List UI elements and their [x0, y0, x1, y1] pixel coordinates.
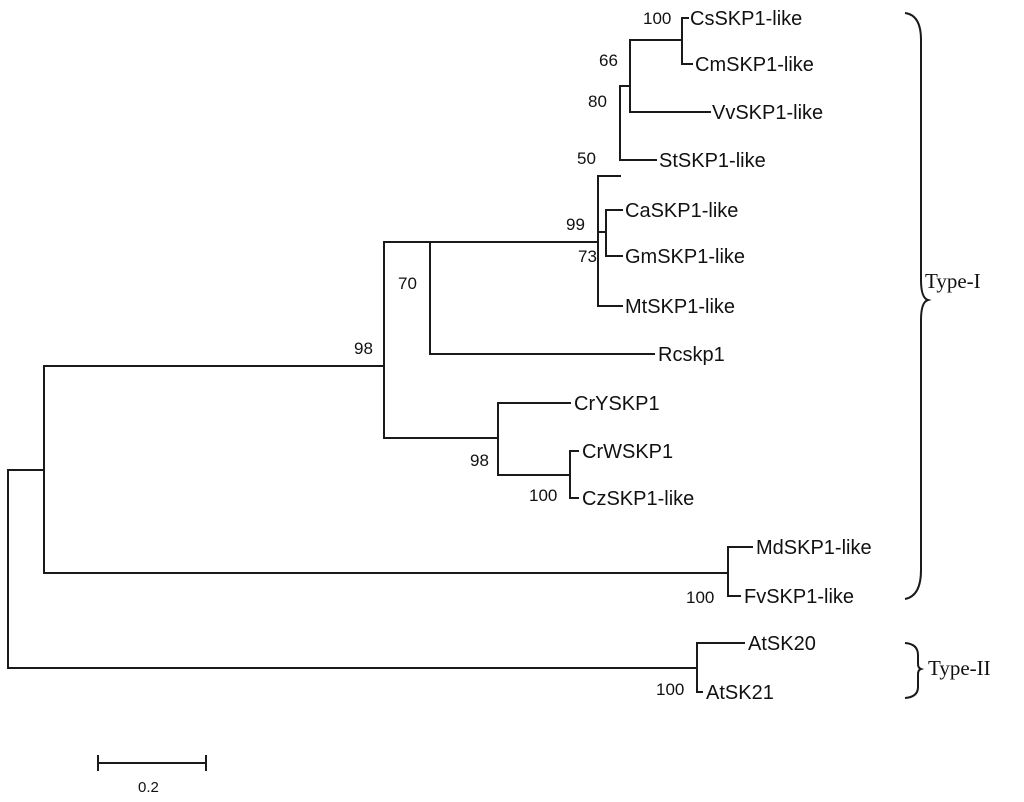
- leaf-labels: CsSKP1-like CmSKP1-like VvSKP1-like StSK…: [574, 8, 872, 704]
- leaf-stskp1-like: StSKP1-like: [659, 150, 766, 172]
- scale-bar: 0.2: [97, 755, 207, 796]
- leaf-crwskp1: CrWSKP1: [582, 441, 673, 463]
- type1-label: Type-I: [925, 269, 981, 293]
- group-annotations: Type-I Type-II: [904, 12, 991, 699]
- type1-bracket: [904, 12, 932, 600]
- bootstrap-csvv-st: 80: [588, 92, 607, 111]
- leaf-mtskp1-like: MtSKP1-like: [625, 296, 735, 318]
- type2-bracket: [904, 642, 925, 699]
- bootstrap-at20-at21: 100: [656, 680, 684, 699]
- bootstrap-md-fv: 100: [686, 588, 714, 607]
- bootstrap-cagm-mt: 99: [566, 215, 585, 234]
- bootstrap-main-98: 98: [354, 339, 373, 358]
- bootstrap-cry-crwcz: 98: [470, 451, 489, 470]
- leaf-czskp1-like: CzSKP1-like: [582, 488, 694, 510]
- bootstrap-crw-cz: 100: [529, 486, 557, 505]
- bootstrap-core-rc: 70: [398, 274, 417, 293]
- bootstrap-values: 100 66 80 50 99 73 70 98 98 100 100 100: [354, 9, 714, 699]
- tree-branches: [7, 17, 753, 693]
- leaf-mdskp1-like: MdSKP1-like: [756, 537, 872, 559]
- leaf-caskp1-like: CaSKP1-like: [625, 200, 738, 222]
- type2-label: Type-II: [928, 656, 991, 680]
- bootstrap-cscm-vv: 66: [599, 51, 618, 70]
- leaf-csskp1-like: CsSKP1-like: [690, 8, 802, 30]
- bootstrap-cs-cm: 100: [643, 9, 671, 28]
- bootstrap-ca-gm: 73: [578, 247, 597, 266]
- bootstrap-core-50: 50: [577, 149, 596, 168]
- scale-bar-label: 0.2: [138, 779, 159, 796]
- leaf-atsk20: AtSK20: [748, 633, 816, 655]
- leaf-rcskp1: Rcskp1: [658, 344, 725, 366]
- leaf-atsk21: AtSK21: [706, 682, 774, 704]
- leaf-gmskp1-like: GmSKP1-like: [625, 246, 745, 268]
- leaf-vvskp1-like: VvSKP1-like: [712, 102, 823, 124]
- leaf-cryskp1: CrYSKP1: [574, 393, 660, 415]
- leaf-cmskp1-like: CmSKP1-like: [695, 54, 814, 76]
- leaf-fvskp1-like: FvSKP1-like: [744, 586, 854, 608]
